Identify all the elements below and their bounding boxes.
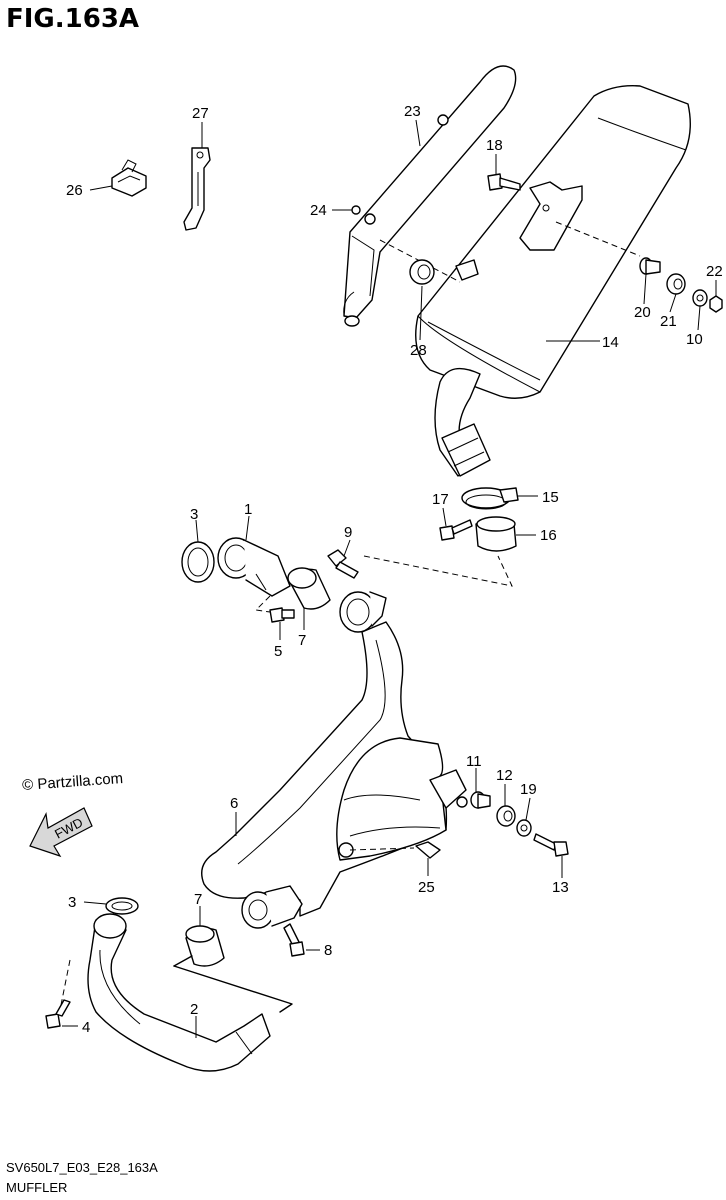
callouts: 27 26 23 24 18 28 14 20 21 10 22 15 16 1…: [62, 103, 723, 1038]
callout-17[interactable]: 17: [432, 491, 449, 508]
callout-2[interactable]: 2: [190, 1001, 198, 1018]
figure-title: FIG.163A: [6, 4, 139, 34]
part-22-nut[interactable]: [709, 295, 723, 313]
part-11-collar[interactable]: [470, 791, 491, 809]
part-21-cushion[interactable]: [666, 273, 686, 295]
callout-11[interactable]: 11: [466, 753, 482, 770]
callout-13[interactable]: 13: [552, 879, 569, 896]
callout-3-lower[interactable]: 3: [68, 894, 76, 911]
callout-1[interactable]: 1: [244, 501, 252, 518]
part-25-bolt[interactable]: [415, 841, 441, 859]
part-3-gasket-upper[interactable]: [181, 541, 215, 583]
part-14-muffler[interactable]: [415, 85, 691, 477]
part-4-bolt[interactable]: [45, 999, 71, 1029]
part-18-bolt[interactable]: [487, 173, 521, 191]
callout-6[interactable]: 6: [230, 795, 238, 812]
callout-7-upper[interactable]: 7: [298, 632, 306, 649]
part-16-gasket[interactable]: [475, 516, 517, 552]
part-27-strap[interactable]: [183, 147, 211, 231]
part-8-bolt[interactable]: [283, 923, 305, 957]
part-26-clip[interactable]: [111, 159, 147, 197]
callout-24[interactable]: 24: [310, 202, 327, 219]
part-17-bolt[interactable]: [439, 519, 473, 541]
watermark: © Partzilla.com: [22, 770, 124, 794]
callout-7-lower[interactable]: 7: [194, 891, 202, 908]
callout-19[interactable]: 19: [520, 781, 537, 798]
callout-28[interactable]: 28: [410, 342, 427, 359]
callout-8[interactable]: 8: [324, 942, 332, 959]
part-19-washer[interactable]: [516, 819, 532, 837]
part-28-grommet[interactable]: [409, 259, 435, 285]
callout-5[interactable]: 5: [274, 643, 282, 660]
callout-27[interactable]: 27: [192, 105, 209, 122]
part-23-heat-shield[interactable]: [343, 65, 517, 327]
part-5-bolt[interactable]: [269, 607, 295, 623]
part-7-gasket-lower[interactable]: [185, 925, 225, 967]
callout-9[interactable]: 9: [344, 524, 352, 541]
figure-code: SV650L7_E03_E28_163A: [6, 1160, 158, 1175]
callout-4[interactable]: 4: [82, 1019, 90, 1036]
part-13-bolt[interactable]: [533, 833, 569, 857]
callout-20[interactable]: 20: [634, 304, 651, 321]
callout-12[interactable]: 12: [496, 767, 513, 784]
callout-21[interactable]: 21: [660, 313, 677, 330]
part-10-washer[interactable]: [692, 289, 708, 307]
part-12-cushion[interactable]: [496, 805, 516, 827]
callout-15[interactable]: 15: [542, 489, 559, 506]
part-7-gasket-upper[interactable]: [287, 567, 331, 610]
figure-caption: MUFFLER: [6, 1180, 67, 1195]
part-20-collar[interactable]: [639, 257, 661, 275]
callout-22[interactable]: 22: [706, 263, 723, 280]
part-9-bolt[interactable]: [327, 549, 359, 579]
callout-25[interactable]: 25: [418, 879, 435, 896]
callout-16[interactable]: 16: [540, 527, 557, 544]
fwd-arrow: FWD: [29, 807, 93, 858]
callout-23[interactable]: 23: [404, 103, 421, 120]
part-6-exhaust-pipe[interactable]: [201, 591, 468, 929]
part-3-gasket-lower[interactable]: [105, 897, 139, 915]
callout-3-upper[interactable]: 3: [190, 506, 198, 523]
part-24-screw[interactable]: [351, 205, 361, 215]
callout-18[interactable]: 18: [486, 137, 503, 154]
part-2-front-pipe[interactable]: [87, 913, 271, 1072]
part-15-clamp[interactable]: [461, 487, 519, 510]
callout-26[interactable]: 26: [66, 182, 83, 199]
callout-14[interactable]: 14: [602, 334, 619, 351]
callout-10[interactable]: 10: [686, 331, 703, 348]
part-1-connector-pipe[interactable]: [217, 537, 291, 597]
